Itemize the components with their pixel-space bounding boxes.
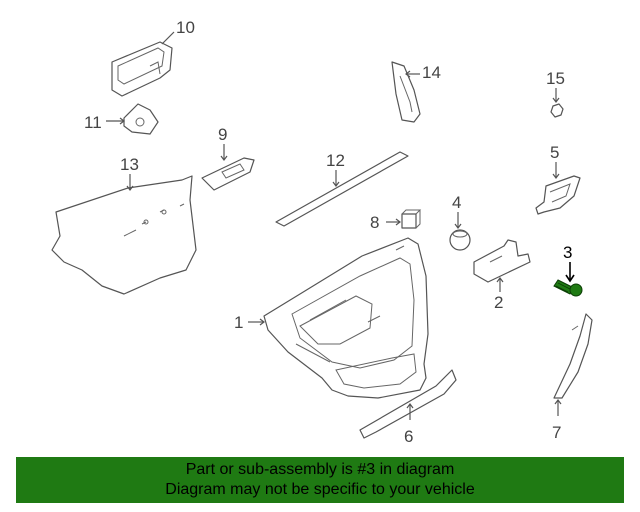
part-12-belt-molding[interactable] [275,151,409,227]
callout-15[interactable]: 15 [546,69,565,88]
parts-diagram: 10 11 9 13 14 15 12 [51,18,593,446]
part-5-door-handle[interactable] [535,175,581,215]
part-8-clip[interactable] [401,209,422,229]
footer-banner: Part or sub-assembly is #3 in diagram Di… [16,457,624,503]
part-11-bracket[interactable] [123,103,159,135]
part-4-cap[interactable] [449,229,471,251]
callout-2[interactable]: 2 [494,293,503,312]
callout-8[interactable]: 8 [370,213,379,232]
part-9-switch[interactable] [201,157,255,191]
footer-line-1: Part or sub-assembly is #3 in diagram [185,461,455,478]
callout-4[interactable]: 4 [452,193,461,212]
callout-9[interactable]: 9 [218,125,227,144]
callout-1[interactable]: 1 [234,313,243,332]
callout-10[interactable]: 10 [176,18,195,37]
part-10-switch-bezel[interactable] [111,41,173,97]
callout-6[interactable]: 6 [404,427,413,446]
callout-11[interactable]: 11 [84,113,102,132]
footer-line-2: Diagram may not be specific to your vehi… [165,481,475,498]
leader-10 [161,31,175,45]
part-6-lower-molding[interactable] [359,369,457,439]
part-1-door-trim-panel[interactable] [263,237,429,399]
callout-12[interactable]: 12 [326,151,345,170]
part-7-edge-trim[interactable] [553,313,593,399]
callout-3[interactable]: 3 [563,243,572,262]
part-15-clip[interactable] [550,103,564,118]
callout-14[interactable]: 14 [422,63,441,82]
callout-7[interactable]: 7 [552,423,561,442]
callout-5[interactable]: 5 [550,143,559,162]
callout-13[interactable]: 13 [120,155,139,174]
part-13-water-shield[interactable] [51,175,197,295]
part-2-bracket[interactable] [473,239,531,283]
part-3-screw[interactable] [553,279,583,297]
part-14-pillar-trim[interactable] [391,61,421,123]
